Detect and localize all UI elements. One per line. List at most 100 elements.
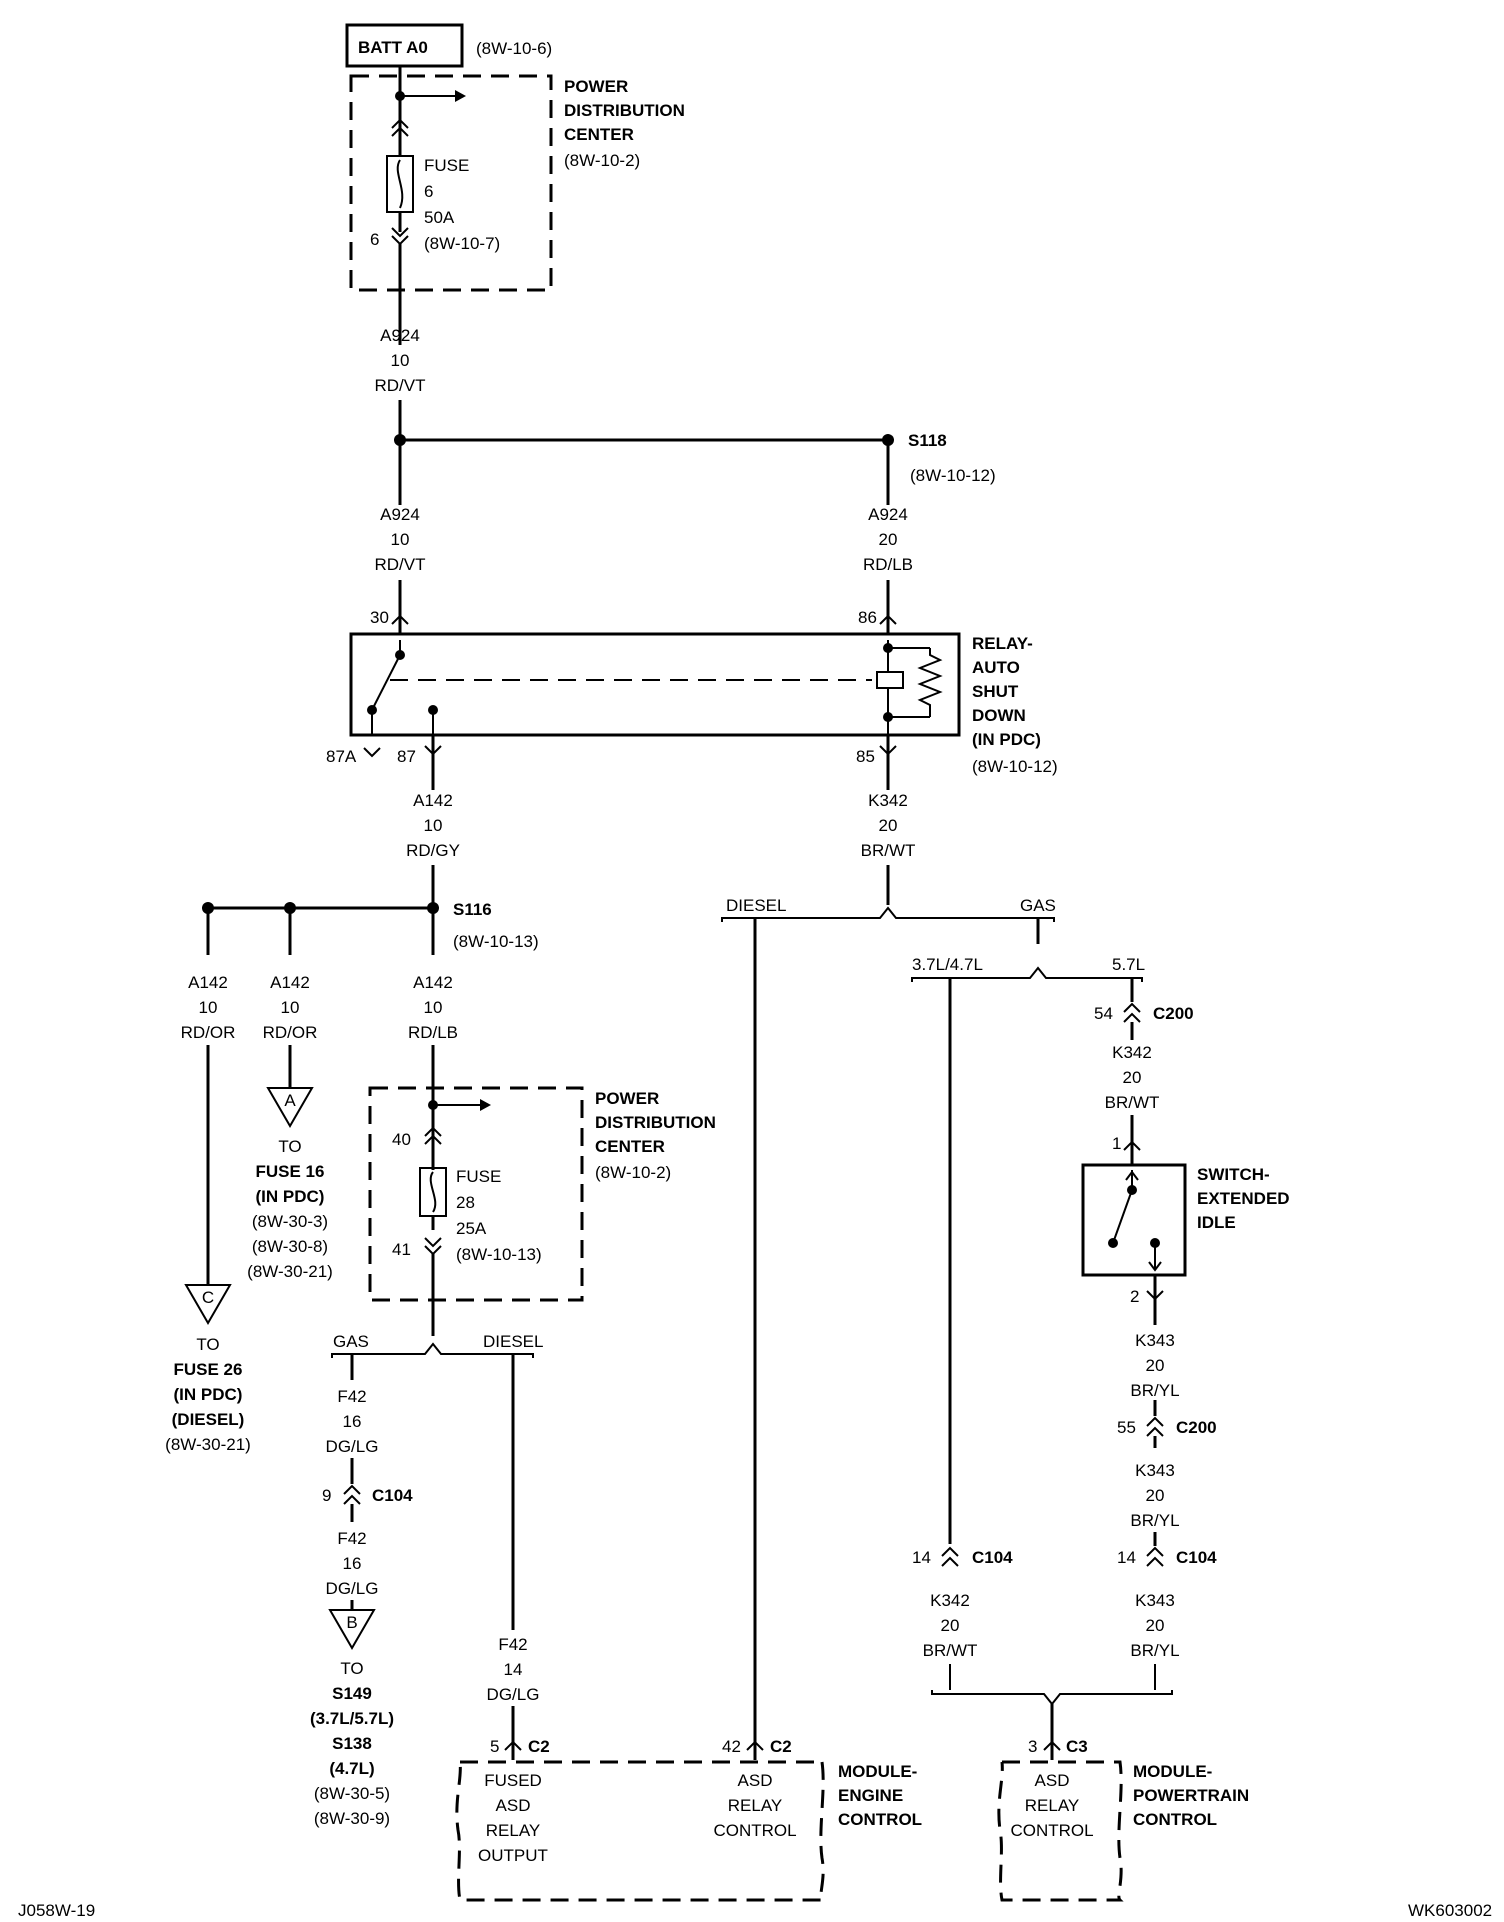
connector-c2-5: 5 C2 bbox=[490, 1706, 550, 1760]
connector-b-text: (8W-30-5) bbox=[314, 1784, 390, 1803]
c104-pin: 9 bbox=[322, 1486, 331, 1505]
pdc2-pin-in: 40 bbox=[392, 1130, 411, 1149]
wire-label: 20 bbox=[1146, 1486, 1165, 1505]
wire-label: 20 bbox=[1146, 1356, 1165, 1375]
connector-c-text: FUSE 26 bbox=[174, 1360, 243, 1379]
battery-label: BATT A0 bbox=[358, 38, 428, 57]
pdc1-title-3: CENTER bbox=[564, 125, 634, 144]
connector-a-letter: A bbox=[284, 1091, 296, 1110]
split2-left-label: 3.7L/4.7L bbox=[912, 955, 983, 974]
fuse-28-ref: (8W-10-13) bbox=[456, 1245, 542, 1264]
wire-a142-c: A142 10 RD/OR bbox=[181, 973, 236, 1042]
wire-label: 10 bbox=[424, 998, 443, 1017]
connector-b-text: (4.7L) bbox=[329, 1759, 374, 1778]
pdc2-ref: (8W-10-2) bbox=[595, 1163, 671, 1182]
switch-title: IDLE bbox=[1197, 1213, 1236, 1232]
wire-label: F42 bbox=[337, 1529, 366, 1548]
switch-pin-2: 2 bbox=[1130, 1287, 1139, 1306]
wire-a924-right: A924 20 RD/LB bbox=[863, 505, 913, 574]
split3-gas-label: GAS bbox=[333, 1332, 369, 1351]
c200-label: C200 bbox=[1176, 1418, 1217, 1437]
wire-label: DG/LG bbox=[487, 1685, 540, 1704]
ecm-pin-label: CONTROL bbox=[713, 1821, 796, 1840]
wire-k343-a: K343 20 BR/YL bbox=[1130, 1331, 1179, 1400]
wire-label: 20 bbox=[879, 530, 898, 549]
pdc2-title-2: DISTRIBUTION bbox=[595, 1113, 716, 1132]
relay-pin-85: 85 bbox=[856, 747, 875, 766]
s116-ref: (8W-10-13) bbox=[453, 932, 539, 951]
switch-extended-idle: 1 2 SWITCH- EXTENDED IDLE bbox=[1081, 1115, 1290, 1325]
wire-a924-top: A924 10 RD/VT bbox=[375, 326, 426, 395]
wire-label: A142 bbox=[270, 973, 310, 992]
connector-a-text: (IN PDC) bbox=[256, 1187, 325, 1206]
split3-diesel-label: DIESEL bbox=[483, 1332, 543, 1351]
wire-label: RD/VT bbox=[375, 555, 426, 574]
pcm-title: POWERTRAIN bbox=[1133, 1786, 1249, 1805]
wire-label: BR/YL bbox=[1130, 1381, 1179, 1400]
wire-label: BR/YL bbox=[1130, 1511, 1179, 1530]
fuse-28-rating: 25A bbox=[456, 1219, 487, 1238]
merge-c3: 3 C3 bbox=[931, 1664, 1173, 1760]
wire-label: K343 bbox=[1135, 1331, 1175, 1350]
wire-label: A142 bbox=[413, 973, 453, 992]
connector-a-text: FUSE 16 bbox=[256, 1162, 325, 1181]
connector-b-text: TO bbox=[340, 1659, 363, 1678]
wire-label: BR/YL bbox=[1130, 1641, 1179, 1660]
relay-title: (IN PDC) bbox=[972, 730, 1041, 749]
wire-label: BR/WT bbox=[923, 1641, 978, 1660]
c104-pin: 14 bbox=[912, 1548, 931, 1567]
wire-label: K342 bbox=[930, 1591, 970, 1610]
wire-label: 20 bbox=[941, 1616, 960, 1635]
ecm-title: CONTROL bbox=[838, 1810, 922, 1829]
wire-k342-bottom: K342 20 BR/WT bbox=[923, 1591, 978, 1660]
s116-label: S116 bbox=[453, 900, 492, 919]
fuse-6-rating: 50A bbox=[424, 208, 455, 227]
wire-label: A924 bbox=[380, 505, 420, 524]
relay-pin-86: 86 bbox=[858, 608, 877, 627]
wire-a142-top: A142 10 RD/GY bbox=[406, 791, 460, 860]
connector-a-text: (8W-30-21) bbox=[247, 1262, 333, 1281]
wire-label: 20 bbox=[1146, 1616, 1165, 1635]
connector-a: A TO FUSE 16 (IN PDC) (8W-30-3) (8W-30-8… bbox=[247, 1045, 333, 1281]
pdc2-pin-out: 41 bbox=[392, 1240, 411, 1259]
battery-ref: (8W-10-6) bbox=[476, 39, 552, 58]
ecm-pin-label: FUSED bbox=[484, 1771, 542, 1790]
pdc1-ref: (8W-10-2) bbox=[564, 151, 640, 170]
switch-title: SWITCH- bbox=[1197, 1165, 1270, 1184]
c104-label: C104 bbox=[972, 1548, 1013, 1567]
c3-label: C3 bbox=[1066, 1737, 1088, 1756]
relay-title: DOWN bbox=[972, 706, 1026, 725]
wire-label: 10 bbox=[199, 998, 218, 1017]
relay-pin-87a: 87A bbox=[326, 747, 357, 766]
pcm-title: MODULE- bbox=[1133, 1762, 1212, 1781]
split-engine: 3.7L/4.7L 5.7L bbox=[911, 955, 1145, 1544]
connector-c-text: (DIESEL) bbox=[172, 1410, 245, 1429]
ecm-title: ENGINE bbox=[838, 1786, 903, 1805]
splice-s118: S118 (8W-10-12) bbox=[394, 400, 996, 505]
ecm-pin-label: ASD bbox=[496, 1796, 531, 1815]
wire-label: F42 bbox=[337, 1387, 366, 1406]
pcm-pin-label: CONTROL bbox=[1010, 1821, 1093, 1840]
connector-c200-55: 55 C200 bbox=[1117, 1400, 1217, 1448]
connector-b-text: (8W-30-9) bbox=[314, 1809, 390, 1828]
wire-label: BR/WT bbox=[861, 841, 916, 860]
wire-label: K343 bbox=[1135, 1461, 1175, 1480]
c2-pin: 5 bbox=[490, 1737, 499, 1756]
wire-label: 10 bbox=[391, 351, 410, 370]
s118-ref: (8W-10-12) bbox=[910, 466, 996, 485]
wire-label: A142 bbox=[413, 791, 453, 810]
connector-a-text: (8W-30-3) bbox=[252, 1212, 328, 1231]
connector-c-text: (8W-30-21) bbox=[165, 1435, 251, 1454]
ecm-pin-label: RELAY bbox=[486, 1821, 541, 1840]
connector-c-text: (IN PDC) bbox=[174, 1385, 243, 1404]
wire-label: RD/LB bbox=[408, 1023, 458, 1042]
c104-label: C104 bbox=[1176, 1548, 1217, 1567]
wire-a142-a: A142 10 RD/OR bbox=[263, 973, 318, 1042]
connector-b-text: (3.7L/5.7L) bbox=[310, 1709, 394, 1728]
split2-right-label: 5.7L bbox=[1112, 955, 1145, 974]
s118-label: S118 bbox=[908, 431, 947, 450]
c2-label: C2 bbox=[770, 1737, 792, 1756]
wire-f42-b: F42 16 DG/LG bbox=[326, 1529, 379, 1598]
pcm-title: CONTROL bbox=[1133, 1810, 1217, 1829]
wire-k343-bottom: K343 20 BR/YL bbox=[1130, 1591, 1179, 1660]
